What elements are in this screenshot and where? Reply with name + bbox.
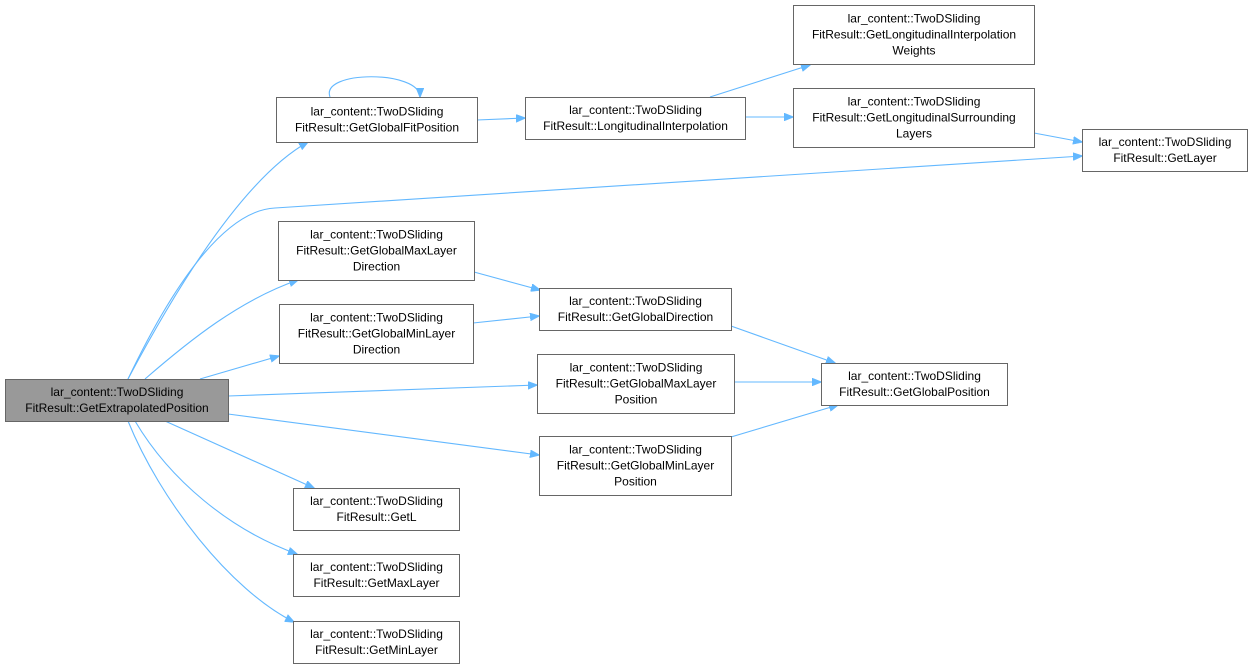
edge-gfp-to-gfp: [329, 76, 420, 97]
node-label-line: Layers: [896, 127, 932, 141]
node-box: [539, 288, 732, 331]
node-minl[interactable]: lar_content::TwoDSlidingFitResult::GetMi…: [293, 621, 460, 664]
edge-gminld-to-gdir: [472, 316, 539, 324]
node-label-line: lar_content::TwoDSliding: [311, 105, 444, 119]
node-extrap: lar_content::TwoDSlidingFitResult::GetEx…: [5, 379, 229, 422]
node-label-line: lar_content::TwoDSliding: [1099, 135, 1232, 149]
node-label-line: Position: [614, 475, 657, 489]
node-gpos[interactable]: lar_content::TwoDSlidingFitResult::GetGl…: [821, 363, 1008, 406]
node-label-line: lar_content::TwoDSliding: [51, 385, 184, 399]
edge-gdir-to-gpos: [730, 325, 835, 363]
node-gmaxlp[interactable]: lar_content::TwoDSlidingFitResult::GetGl…: [537, 354, 735, 414]
edge-extrap-to-gminld: [199, 356, 279, 380]
nodes-layer: lar_content::TwoDSlidingFitResult::GetEx…: [5, 5, 1248, 664]
edge-extrap-to-gminlp: [227, 413, 539, 455]
node-label-line: lar_content::TwoDSliding: [569, 103, 702, 117]
edge-gfp-to-li: [476, 118, 525, 120]
node-box: [279, 304, 474, 364]
node-label-line: Direction: [353, 260, 400, 274]
node-gdir[interactable]: lar_content::TwoDSlidingFitResult::GetGl…: [539, 288, 732, 331]
node-box: [793, 5, 1035, 65]
node-label-line: FitResult::GetMaxLayer: [313, 576, 439, 590]
node-label-line: lar_content::TwoDSliding: [310, 560, 443, 574]
node-box: [5, 379, 229, 422]
node-lsl[interactable]: lar_content::TwoDSlidingFitResult::GetLo…: [793, 88, 1035, 148]
node-box: [293, 488, 460, 531]
node-liw[interactable]: lar_content::TwoDSlidingFitResult::GetLo…: [793, 5, 1035, 65]
node-gmaxld[interactable]: lar_content::TwoDSlidingFitResult::GetGl…: [278, 221, 475, 281]
node-label-line: lar_content::TwoDSliding: [310, 627, 443, 641]
node-label-line: Direction: [353, 343, 400, 357]
node-maxl[interactable]: lar_content::TwoDSlidingFitResult::GetMa…: [293, 554, 460, 597]
node-label-line: lar_content::TwoDSliding: [570, 361, 703, 375]
edge-li-to-liw: [709, 65, 810, 98]
node-label-line: FitResult::GetGlobalMinLayer: [298, 327, 455, 341]
node-label-line: lar_content::TwoDSliding: [310, 494, 443, 508]
node-box: [293, 621, 460, 664]
node-box: [293, 554, 460, 597]
node-box: [539, 436, 732, 496]
edge-extrap-to-layer: [127, 156, 1082, 380]
node-label-line: FitResult::GetL: [336, 510, 416, 524]
edge-extrap-to-minl: [127, 420, 294, 622]
node-box: [793, 88, 1035, 148]
node-li[interactable]: lar_content::TwoDSlidingFitResult::Longi…: [525, 97, 746, 140]
node-gminlp[interactable]: lar_content::TwoDSlidingFitResult::GetGl…: [539, 436, 732, 496]
node-label-line: FitResult::GetGlobalMaxLayer: [556, 377, 717, 391]
node-box: [278, 221, 475, 281]
node-label-line: FitResult::GetLongitudinalInterpolation: [812, 28, 1016, 42]
node-gminld[interactable]: lar_content::TwoDSlidingFitResult::GetGl…: [279, 304, 474, 364]
node-label-line: FitResult::GetGlobalDirection: [558, 310, 713, 324]
node-label-line: lar_content::TwoDSliding: [310, 311, 443, 325]
edge-extrap-to-getl: [164, 420, 314, 488]
node-label-line: FitResult::GetGlobalMinLayer: [557, 459, 714, 473]
node-label-line: lar_content::TwoDSliding: [848, 12, 981, 26]
node-label-line: lar_content::TwoDSliding: [848, 95, 981, 109]
node-label-line: FitResult::GetMinLayer: [315, 643, 438, 657]
node-label-line: FitResult::GetLayer: [1113, 151, 1216, 165]
node-label-line: lar_content::TwoDSliding: [310, 228, 443, 242]
node-label-line: Weights: [892, 44, 935, 58]
node-label-line: FitResult::GetLongitudinalSurrounding: [812, 111, 1015, 125]
node-label-line: lar_content::TwoDSliding: [569, 443, 702, 457]
node-label-line: lar_content::TwoDSliding: [848, 369, 981, 383]
edge-extrap-to-gmaxld: [144, 280, 298, 380]
node-label-line: FitResult::GetExtrapolatedPosition: [25, 401, 208, 415]
node-box: [537, 354, 735, 414]
edge-extrap-to-gfp: [127, 142, 308, 380]
node-label-line: Position: [615, 393, 658, 407]
node-box: [525, 97, 746, 140]
node-label-line: lar_content::TwoDSliding: [569, 294, 702, 308]
edges-layer: [127, 65, 1082, 622]
node-layer[interactable]: lar_content::TwoDSlidingFitResult::GetLa…: [1082, 129, 1248, 172]
edge-lsl-to-layer: [1033, 132, 1082, 142]
node-label-line: FitResult::GetGlobalMaxLayer: [296, 244, 457, 258]
node-gfp[interactable]: lar_content::TwoDSlidingFitResult::GetGl…: [276, 97, 478, 143]
node-box: [1082, 129, 1248, 172]
node-label-line: FitResult::GetGlobalPosition: [839, 385, 990, 399]
node-label-line: FitResult::LongitudinalInterpolation: [543, 119, 728, 133]
edge-gminlp-to-gpos: [730, 405, 838, 438]
edge-extrap-to-gmaxlp: [227, 385, 537, 397]
edge-gmaxld-to-gdir: [473, 271, 540, 290]
node-box: [821, 363, 1008, 406]
node-label-line: FitResult::GetGlobalFitPosition: [295, 121, 459, 135]
edge-extrap-to-maxl: [134, 420, 297, 554]
node-box: [276, 97, 478, 143]
